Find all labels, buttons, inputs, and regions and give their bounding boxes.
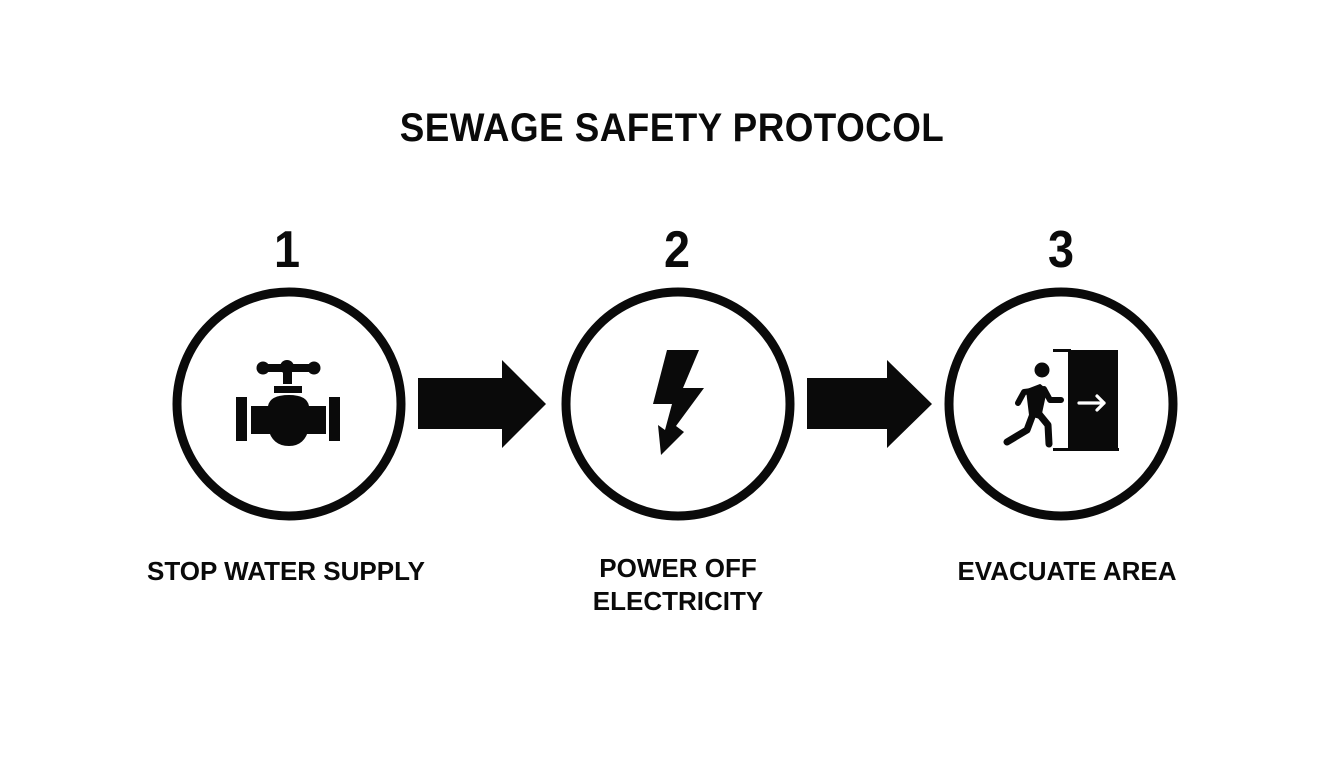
door-icon [1070, 350, 1118, 450]
step-3-label: EVACUATE AREA [957, 556, 1177, 586]
valve-icon [236, 360, 340, 446]
right-arrow-icon [807, 360, 932, 448]
diagram-title: SEWAGE SAFETY PROTOCOL [399, 106, 945, 150]
connector-arrow-2 [807, 360, 932, 448]
connector-arrow-1 [418, 360, 546, 448]
step-3-circle [944, 287, 1178, 521]
step-1-node [172, 287, 406, 521]
step-1-circle [172, 287, 406, 521]
step-1-label: STOP WATER SUPPLY [147, 556, 425, 586]
step-3-number: 3 [1047, 221, 1075, 279]
step-3-node [944, 287, 1178, 521]
step-2-circle [561, 287, 795, 521]
step-2-label-line-1: POWER OFF [599, 553, 757, 583]
right-arrow-icon [418, 360, 546, 448]
step-1-number: 1 [273, 221, 301, 279]
step-2-number: 2 [663, 221, 691, 279]
step-2-node [561, 287, 795, 521]
emergency-exit-icon [1003, 349, 1119, 451]
exit-arrow-icon [1077, 394, 1106, 412]
running-person-icon [1003, 362, 1064, 448]
step-2-label: POWER OFF ELECTRICITY [498, 552, 858, 618]
step-2-label-line-2: ELECTRICITY [592, 586, 764, 616]
lightning-bolt-icon [653, 350, 704, 455]
